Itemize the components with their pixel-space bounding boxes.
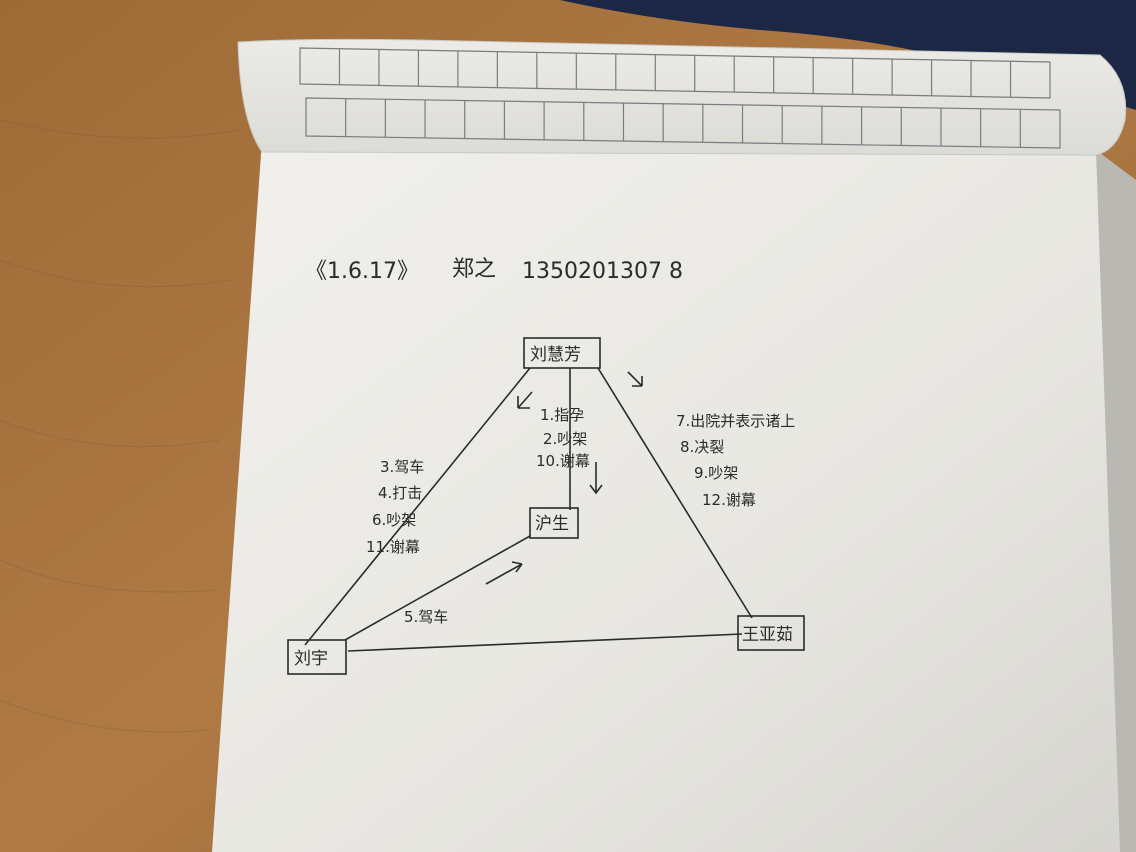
node-middle: 沪生 xyxy=(529,507,579,539)
note-title: 《1.6.17》 xyxy=(305,259,419,284)
arrows xyxy=(485,371,643,585)
arrow-up-right-icon xyxy=(485,561,523,585)
label-top-middle-1: 1.指孕 xyxy=(540,406,584,424)
wood-grain xyxy=(0,119,241,733)
page-shadow xyxy=(1096,150,1136,852)
svg-text:刘宇: 刘宇 xyxy=(294,649,328,669)
writing-grid xyxy=(299,47,1061,149)
edge-top-left xyxy=(304,367,531,646)
diagram-lines xyxy=(304,367,753,652)
labels-top-left: 3.驾车 4.打击 6.吵架 11.谢幕 xyxy=(366,458,424,556)
note-name: 郑之 xyxy=(452,257,496,282)
label-top-right-4: 12.谢幕 xyxy=(702,491,756,509)
arrow-down-left-icon xyxy=(517,391,533,409)
arrow-down-right-icon xyxy=(627,371,643,387)
label-top-left-4: 11.谢幕 xyxy=(366,538,420,556)
svg-text:沪生: 沪生 xyxy=(535,514,569,534)
grid-row xyxy=(299,47,1051,99)
node-left: 刘宇 xyxy=(287,639,347,675)
label-top-left-3: 6.吵架 xyxy=(372,511,416,529)
labels-top-right: 7.出院并表示诸上 8.决裂 9.吵架 12.谢幕 xyxy=(676,412,795,509)
svg-text:刘慧芳: 刘慧芳 xyxy=(530,345,581,365)
notebook-page xyxy=(212,140,1136,852)
curled-pages xyxy=(237,38,1127,156)
edge-top-right xyxy=(597,367,753,619)
label-top-left-1: 3.驾车 xyxy=(380,458,424,476)
label-top-left-2: 4.打击 xyxy=(378,484,422,502)
svg-text:王亚茹: 王亚茹 xyxy=(742,625,793,645)
labels-left-middle: 5.驾车 xyxy=(404,608,448,626)
node-top: 刘慧芳 xyxy=(523,337,601,369)
labels-top-middle: 1.指孕 2.吵架 10.谢幕 xyxy=(536,406,590,470)
label-top-right-3: 9.吵架 xyxy=(694,464,738,482)
blue-cloth xyxy=(560,0,1136,110)
note-number: 1350201307 8 xyxy=(522,259,683,284)
label-top-right-2: 8.决裂 xyxy=(680,438,724,456)
edge-left-right xyxy=(347,633,743,652)
arrow-down-icon xyxy=(589,462,603,495)
label-top-middle-2: 2.吵架 xyxy=(543,430,587,448)
label-left-middle-1: 5.驾车 xyxy=(404,608,448,626)
edge-left-middle xyxy=(344,535,531,641)
label-top-right-1: 7.出院并表示诸上 xyxy=(676,412,795,430)
node-right: 王亚茹 xyxy=(737,615,805,651)
grid-row xyxy=(305,97,1061,149)
label-top-middle-3: 10.谢幕 xyxy=(536,452,590,470)
